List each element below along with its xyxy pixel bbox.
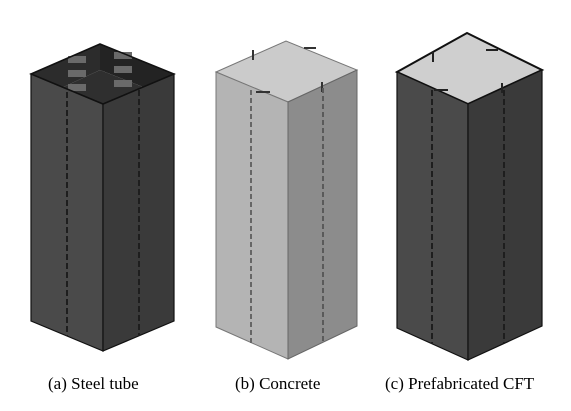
concrete-model bbox=[214, 40, 359, 360]
steel-tube-model bbox=[29, 43, 176, 352]
caption-steel-tube: (a) Steel tube bbox=[48, 374, 139, 393]
caption-concrete: (b) Concrete bbox=[235, 374, 321, 393]
concrete-right-face bbox=[287, 69, 358, 360]
steel-tube-top-rim bbox=[29, 43, 176, 105]
prefabricated-cft-model bbox=[394, 31, 545, 361]
cft-right-face bbox=[467, 69, 543, 361]
cft-top-slots bbox=[432, 49, 503, 93]
steel-tube-inner-studs bbox=[68, 52, 132, 91]
caption-prefabricated-cft: (c) Prefabricated CFT bbox=[385, 374, 535, 393]
